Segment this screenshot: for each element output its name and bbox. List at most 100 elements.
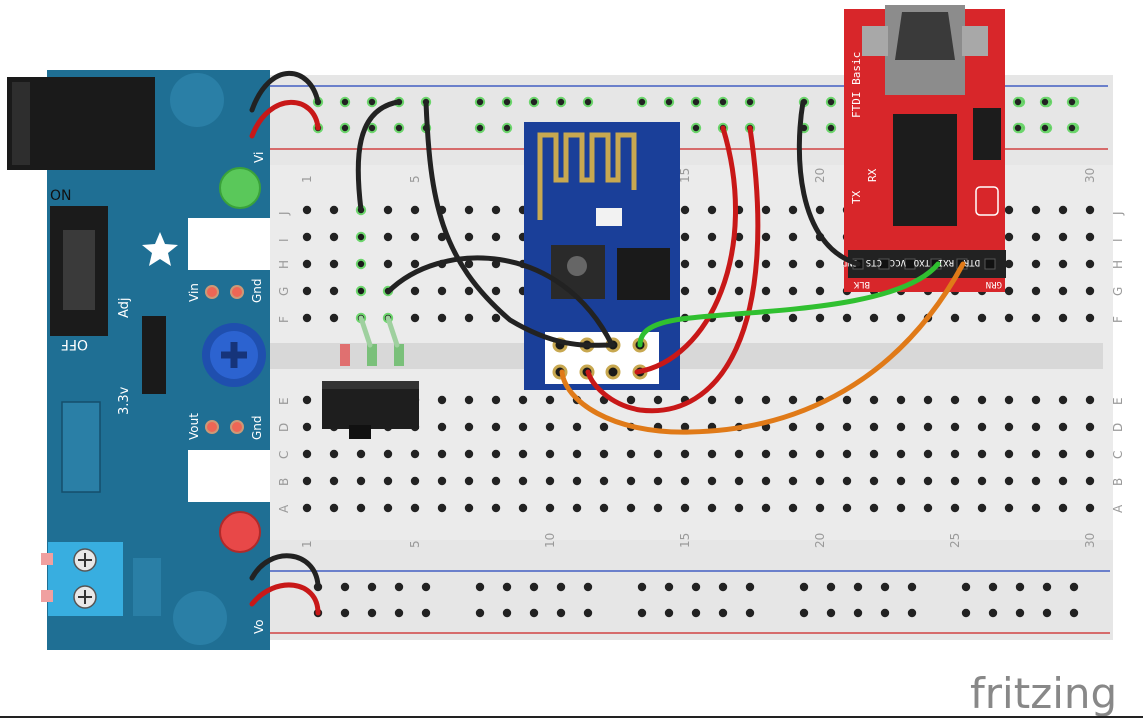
breadboard-hole xyxy=(896,503,906,513)
ftdi-regulator xyxy=(973,108,1001,160)
breadboard-hole xyxy=(734,476,744,486)
breadboard-hole xyxy=(356,476,366,486)
rail-hole xyxy=(961,608,971,618)
psu-vin-label: Vin xyxy=(187,283,201,302)
ftdi-pin xyxy=(878,258,890,270)
ftdi-jumper-pad xyxy=(975,186,999,216)
usb-tab-right xyxy=(962,26,988,56)
breadboard-hole xyxy=(329,476,339,486)
breadboard-hole xyxy=(734,232,744,242)
breadboard-hole xyxy=(626,476,636,486)
rail-hole xyxy=(988,608,998,618)
rail-hole xyxy=(475,582,485,592)
rail-hole xyxy=(1069,582,1079,592)
breadboard-hole xyxy=(491,259,501,269)
breadboard-hole xyxy=(842,449,852,459)
wire-ftdi-rxi-to-esp-tx xyxy=(559,261,966,435)
breadboard-hole xyxy=(491,232,501,242)
breadboard-hole xyxy=(977,476,987,486)
breadboard-hole xyxy=(410,313,420,323)
rail-hole xyxy=(717,96,729,108)
breadboard-hole xyxy=(896,422,906,432)
breadboard-hole xyxy=(842,313,852,323)
breadboard-hole xyxy=(1031,313,1041,323)
breadboard-hole xyxy=(437,313,447,323)
rail-hole xyxy=(988,582,998,592)
rail-hole xyxy=(1015,608,1025,618)
breadboard-hole xyxy=(437,232,447,242)
adafruit-star-logo xyxy=(142,232,178,266)
breadboard-hole xyxy=(545,395,555,405)
psu-voltage-select[interactable] xyxy=(142,316,166,394)
ftdi-chip xyxy=(893,114,957,226)
breadboard-hole xyxy=(761,449,771,459)
breadboard-hole xyxy=(572,503,582,513)
breadboard-hole xyxy=(761,313,771,323)
breadboard-hole xyxy=(869,395,879,405)
breadboard-hole xyxy=(437,286,447,296)
breadboard-hole xyxy=(761,503,771,513)
psu-vout-label: Vout xyxy=(187,413,201,440)
column-number: 5 xyxy=(408,175,422,183)
wire-vcc-to-esp xyxy=(634,125,738,375)
psu-switch-knob[interactable] xyxy=(63,230,95,310)
breadboard-hole xyxy=(923,449,933,459)
breadboard-hole xyxy=(1031,476,1041,486)
breadboard-hole xyxy=(491,205,501,215)
rail-hole xyxy=(502,608,512,618)
breadboard-hole xyxy=(977,449,987,459)
breadboard-hole xyxy=(410,205,420,215)
ftdi-pin-label-cts: CTS xyxy=(866,257,882,267)
breadboard-hole xyxy=(842,503,852,513)
column-number: 25 xyxy=(948,533,962,548)
rail-hole xyxy=(637,582,647,592)
rail-hole xyxy=(1042,608,1052,618)
psu-vo-label: Vo xyxy=(252,619,266,634)
breadboard-hole xyxy=(653,395,663,405)
breadboard-hole xyxy=(1085,503,1095,513)
row-letter: A xyxy=(1111,504,1125,513)
breadboard-hole xyxy=(491,503,501,513)
breadboard-hole xyxy=(1085,476,1095,486)
breadboard-hole xyxy=(626,395,636,405)
breadboard-hole xyxy=(680,205,690,215)
row-letter: E xyxy=(1111,397,1125,405)
wire-psu-vo-gnd xyxy=(249,553,321,588)
breadboard-hole xyxy=(923,395,933,405)
breadboard-hole xyxy=(1058,476,1068,486)
wire-vcc-to-esp-rst xyxy=(585,125,761,414)
breadboard-hole xyxy=(329,232,339,242)
breadboard-hole xyxy=(842,476,852,486)
rail-hole xyxy=(745,608,755,618)
slide-switch[interactable] xyxy=(322,344,419,439)
rail-hole xyxy=(880,608,890,618)
psu-regulator xyxy=(61,401,101,493)
breadboard-hole xyxy=(896,395,906,405)
breadboard-hole xyxy=(707,395,717,405)
breadboard-hole xyxy=(491,313,501,323)
breadboard-hole xyxy=(1004,259,1014,269)
switch-actuator[interactable] xyxy=(349,425,371,439)
breadboard-hole xyxy=(464,313,474,323)
breadboard-hole xyxy=(1058,232,1068,242)
breadboard-hole xyxy=(653,503,663,513)
rail-hole xyxy=(502,582,512,592)
breadboard-hole xyxy=(950,395,960,405)
rail-hole xyxy=(691,582,701,592)
rail-hole xyxy=(826,608,836,618)
breadboard-hole xyxy=(464,395,474,405)
breadboard-hole xyxy=(815,476,825,486)
breadboard-hole xyxy=(1085,313,1095,323)
row-letter: G xyxy=(1111,287,1125,296)
breadboard-hole xyxy=(464,476,474,486)
psu-on-label: ON xyxy=(50,188,72,204)
row-letter: A xyxy=(277,504,291,513)
breadboard-hole xyxy=(1004,449,1014,459)
esp8266-module xyxy=(524,122,680,390)
rail-hole xyxy=(664,582,674,592)
rail-hole xyxy=(340,608,350,618)
breadboard-hole xyxy=(950,422,960,432)
esp-pin xyxy=(605,364,621,380)
column-number: 15 xyxy=(678,533,692,548)
breadboard-hole xyxy=(869,476,879,486)
